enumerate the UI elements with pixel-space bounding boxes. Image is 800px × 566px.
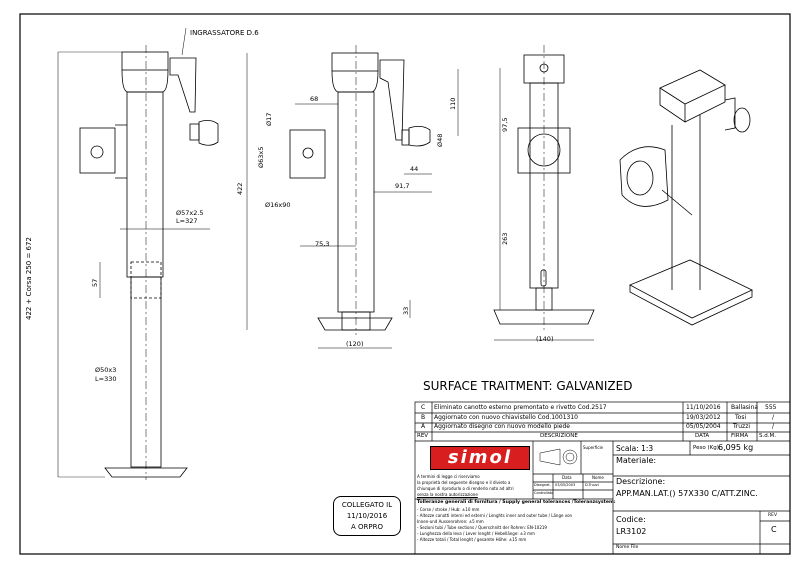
tolerance-line: - Sezioni tubi / Tube sections / Quersch…	[417, 525, 547, 530]
linked-note-line: A ORPRO	[351, 523, 383, 531]
dim-263: 263	[501, 232, 509, 245]
linked-note: COLLEGATO IL 11/10/2016 A ORPRO	[333, 496, 401, 536]
rev-sdm: 555	[765, 404, 777, 411]
rev-desc: Aggiornato con nuovo chiavistello Cod.10…	[434, 414, 578, 421]
rev-label: REV	[768, 513, 778, 518]
legal-line: chiunque di riprodurlo o di renderlo not…	[417, 486, 514, 491]
linked-note-line: COLLEGATO IL	[341, 501, 393, 509]
sig-disegnat-date: 03/05/2003	[555, 483, 576, 487]
rev-sign: Tosi	[735, 414, 747, 421]
title-block-grid	[414, 401, 791, 555]
rev-sign: Truzzi	[733, 423, 751, 430]
side-view-retracted	[246, 45, 459, 349]
callout-ingrassatore: INGRASSATORE D.6	[190, 29, 259, 37]
side-view-extended	[57, 27, 219, 480]
superficie-label: Superficie	[583, 445, 604, 450]
tolerance-line: - Corse / stroke / Hub: ±10 mm	[417, 507, 480, 512]
dim-33: 33	[402, 306, 410, 315]
legal-line: senza la nostra autorizzazione	[417, 492, 478, 497]
header-desc: DESCRIZIONE	[540, 433, 578, 439]
dim-outer-length: L=327	[176, 217, 198, 225]
description-label: Descrizione:	[616, 477, 666, 486]
surface-treatment: SURFACE TRAITMENT: GALVANIZED	[423, 379, 633, 393]
dim-68: 68	[310, 95, 319, 103]
file-name-label: Nome File	[616, 545, 639, 550]
rev-desc: Eliminato canotto esterno premontato e r…	[434, 404, 607, 411]
rev-sign: Ballasina	[731, 404, 759, 411]
legal-line: la proprietà del seguente disegno e il d…	[417, 480, 511, 485]
rev-sdm: /	[772, 414, 775, 421]
sig-controllato: Controllato	[534, 491, 554, 495]
tolerances-title: Tolleranze generali di fornitura / Suppl…	[417, 500, 616, 505]
dim-d16: Ø16x90	[265, 201, 291, 209]
dim-140: (140)	[536, 335, 554, 343]
weight-value: 6,095 kg	[718, 443, 754, 452]
header-sign: FIRMA	[731, 433, 749, 439]
rev-date: 19/03/2012	[686, 414, 721, 421]
rev-sdm: /	[772, 423, 775, 430]
dim-d63: Ø63x5	[257, 146, 265, 168]
tolerance-line: - Altezze canotti interni ed esterni / L…	[417, 513, 573, 518]
material-label: Materiale:	[616, 456, 657, 465]
tolerance-line: Innen-und Aussenrohren: ±5 mm	[417, 519, 484, 524]
dim-d48: Ø48	[436, 133, 444, 147]
rev-date: 11/10/2016	[686, 404, 721, 411]
sig-nome-header: Nome	[592, 475, 604, 480]
scale: Scala: 1:3	[616, 444, 654, 453]
isometric-view	[619, 69, 753, 326]
rev-code: A	[421, 423, 426, 430]
code-label: Codice:	[616, 515, 646, 524]
dim-outer-tube: Ø57x2.5	[176, 209, 204, 217]
code-value: LR3102	[616, 527, 647, 536]
header-sdm: S.d.M.	[759, 433, 776, 439]
sig-disegnat-name: D.Truzzi	[585, 483, 599, 487]
sig-disegnat: Disegnat.	[534, 483, 551, 487]
dim-overlap: 57	[91, 278, 99, 287]
rev-desc: Aggiornato disegno con nuovo modello pie…	[434, 423, 570, 430]
rev-code: B	[421, 414, 426, 421]
dim-975: 97,5	[501, 117, 509, 132]
dim-inner-tube: Ø50x3	[95, 366, 117, 374]
header-rev: REV	[417, 433, 429, 439]
simol-logo: simol	[430, 446, 530, 470]
weight-label: Peso (Kg):	[693, 445, 721, 451]
legal-line: A termini di legge ci riserviamo	[417, 474, 480, 479]
dim-inner-length: L=330	[95, 375, 117, 383]
dim-110: 110	[449, 97, 457, 110]
linked-note-line: 11/10/2016	[346, 512, 388, 520]
rev-code: C	[421, 404, 426, 411]
dim-120: (120)	[346, 340, 364, 348]
rev-date: 05/05/2004	[686, 423, 721, 430]
dim-total-length: 422 + Corsa 250 = 672	[25, 237, 33, 320]
dim-75: 75,3	[315, 240, 330, 248]
dim-height: 422	[236, 182, 244, 195]
front-view	[493, 45, 595, 341]
tolerance-line: - Lunghezza della leva / Lever lenght / …	[417, 531, 535, 536]
rev-value: C	[771, 525, 777, 534]
dim-917: 91,7	[395, 182, 410, 190]
dim-44: 44	[410, 165, 419, 173]
sig-data-header: Data	[562, 475, 572, 480]
header-date: DATA	[695, 433, 710, 439]
dim-d17: Ø17	[265, 112, 273, 126]
description-value: APP.MAN.LAT.() 57X330 C/ATT.ZINC.	[616, 489, 758, 498]
sheet-frame	[19, 13, 791, 555]
tolerance-line: - Altezze totali / Total lenght / gesamt…	[417, 537, 527, 542]
